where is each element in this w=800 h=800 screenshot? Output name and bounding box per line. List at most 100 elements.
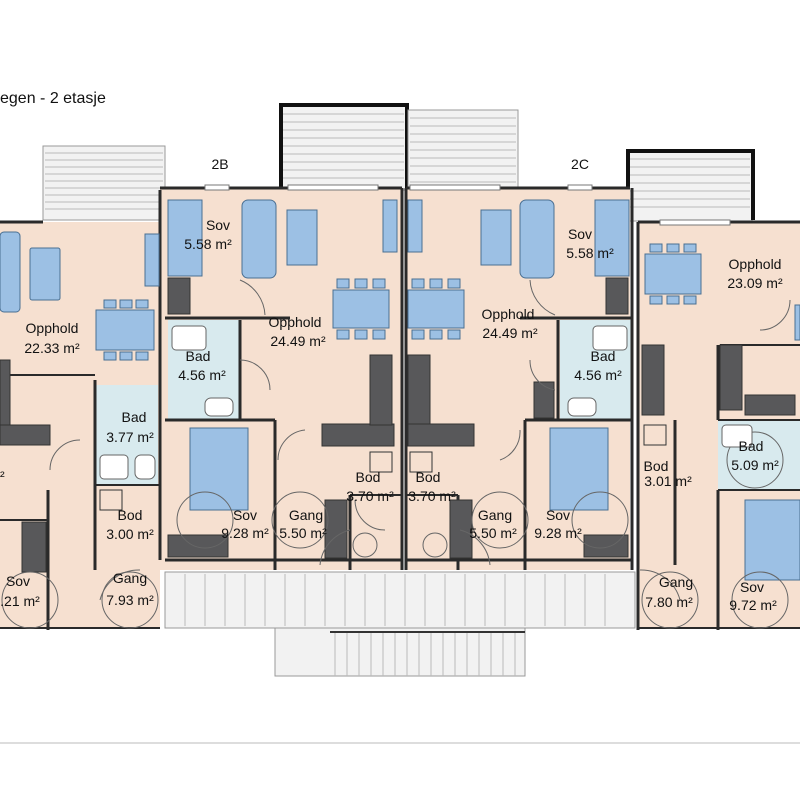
coffee-table-2b bbox=[286, 209, 318, 266]
room-area: 5.50 m² bbox=[279, 525, 327, 541]
stove-icon bbox=[99, 489, 123, 511]
chair bbox=[447, 278, 461, 289]
sofa-2b bbox=[241, 199, 277, 279]
room-area: 9.28 m² bbox=[534, 525, 582, 541]
chair bbox=[135, 351, 149, 361]
sofa-left bbox=[0, 231, 21, 313]
chair bbox=[336, 329, 350, 340]
room-name: Sov bbox=[568, 226, 592, 242]
room-area: 5.50 m² bbox=[469, 525, 517, 541]
room-name: Opphold bbox=[729, 256, 782, 272]
room-area: 9.28 m² bbox=[221, 525, 269, 541]
tv-bench-right bbox=[794, 304, 800, 341]
chair bbox=[119, 299, 133, 309]
room-area: 3.00 m² bbox=[106, 526, 154, 542]
unit-label-2c: 2C bbox=[571, 156, 589, 172]
room-area: 23.09 m² bbox=[727, 275, 783, 291]
room-area: 4.56 m² bbox=[178, 367, 226, 383]
wardrobe bbox=[449, 499, 473, 559]
bed-small-2c bbox=[594, 199, 630, 277]
chair bbox=[411, 329, 425, 340]
chair bbox=[336, 278, 350, 289]
room-area: 5.58 m² bbox=[184, 236, 232, 252]
room-area: 7.80 m² bbox=[645, 594, 693, 610]
room-area: 22.33 m² bbox=[24, 340, 80, 356]
chair bbox=[666, 295, 680, 305]
room-name: Sov bbox=[233, 507, 257, 523]
kitchen-counter-2b bbox=[369, 354, 393, 426]
room-name: Sov bbox=[546, 507, 570, 523]
room-name: Sov bbox=[206, 217, 230, 233]
stove-icon bbox=[643, 424, 667, 446]
balcony-2c bbox=[407, 109, 519, 191]
windows bbox=[204, 184, 731, 226]
dining-table-2c bbox=[407, 289, 465, 329]
kitchen-counter-2c bbox=[407, 354, 431, 426]
room-area: 3.01 m² bbox=[644, 473, 692, 489]
wardrobe bbox=[605, 277, 629, 315]
room-name: Bod bbox=[416, 469, 441, 485]
bed-right bbox=[744, 499, 800, 581]
bed-big-2b bbox=[189, 427, 249, 511]
room-area: 3.77 m² bbox=[106, 429, 154, 445]
chair bbox=[135, 299, 149, 309]
coffee-table-2c bbox=[480, 209, 512, 266]
dining-table-right bbox=[644, 253, 702, 295]
kitchen-counter-2c bbox=[407, 423, 475, 447]
stove-icon bbox=[369, 451, 393, 473]
wardrobe bbox=[583, 534, 629, 558]
kitchen-counter-left bbox=[0, 424, 51, 446]
chair bbox=[447, 329, 461, 340]
chair bbox=[411, 278, 425, 289]
dining-table-left bbox=[95, 309, 155, 351]
kitchen-counter-right bbox=[641, 344, 665, 416]
toilet bbox=[567, 397, 597, 417]
chair bbox=[354, 278, 368, 289]
corridor bbox=[164, 571, 636, 677]
room-name: Bad bbox=[739, 438, 764, 454]
dining-table-2b bbox=[332, 289, 390, 329]
kitchen-counter-right bbox=[744, 394, 796, 416]
room-area: 24.49 m² bbox=[270, 333, 326, 349]
toilet bbox=[204, 397, 234, 417]
bed-small-2b bbox=[167, 199, 203, 277]
tv-bench-2c bbox=[407, 199, 423, 253]
room-area: 24.49 m² bbox=[482, 325, 538, 341]
balcony-2b bbox=[279, 103, 409, 191]
stoves bbox=[99, 424, 667, 511]
room-name: Gang bbox=[659, 574, 693, 590]
balconies bbox=[42, 103, 755, 222]
stove-icon bbox=[409, 451, 433, 473]
furniture bbox=[0, 199, 800, 581]
bath-fixtures bbox=[99, 325, 753, 480]
unit-label-2b: 2B bbox=[211, 156, 228, 172]
room-name: Gang bbox=[289, 507, 323, 523]
chair bbox=[649, 243, 663, 253]
room-name: Opphold bbox=[269, 314, 322, 330]
toilet bbox=[134, 454, 156, 480]
chair bbox=[119, 351, 133, 361]
sink bbox=[171, 325, 207, 351]
room-area: 4.56 m² bbox=[574, 367, 622, 383]
cabinets bbox=[0, 277, 796, 573]
chair bbox=[354, 329, 368, 340]
wardrobe bbox=[167, 277, 191, 315]
room-name: Gang bbox=[478, 507, 512, 523]
room-name: Opphold bbox=[26, 320, 79, 336]
wardrobe bbox=[21, 521, 47, 573]
wardrobe bbox=[324, 499, 348, 559]
wardrobe bbox=[533, 381, 555, 419]
chair bbox=[372, 278, 386, 289]
room-name: Bad bbox=[122, 409, 147, 425]
coffee-table-left bbox=[29, 247, 61, 301]
room-area: 3.70 m² bbox=[408, 488, 456, 504]
room-name: Sov bbox=[6, 573, 30, 589]
room-name: Bod bbox=[644, 458, 669, 474]
chair bbox=[683, 295, 697, 305]
door-swings bbox=[1, 279, 791, 629]
chair bbox=[683, 243, 697, 253]
tv-bench-2b bbox=[382, 199, 398, 253]
room-name: Sov bbox=[740, 579, 764, 595]
room-name: Bod bbox=[118, 507, 143, 523]
